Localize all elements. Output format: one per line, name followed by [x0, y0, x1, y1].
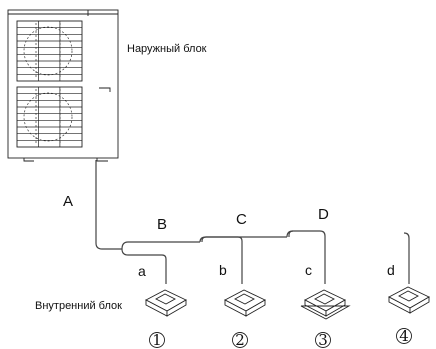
- branch-a-label: a: [138, 263, 146, 279]
- branch-b-label: b: [219, 262, 227, 278]
- unit-number-3-text: 3: [318, 331, 328, 349]
- indoor-unit-3: [300, 289, 351, 320]
- outdoor-unit: [7, 9, 119, 162]
- branch-d-label: d: [387, 262, 395, 278]
- branch-c-label: c: [305, 262, 312, 278]
- unit-number-1-text: 1: [152, 331, 162, 349]
- unit-number-1: 1: [149, 331, 165, 349]
- main-pipe: [95, 160, 320, 250]
- unit-number-4-text: 4: [399, 327, 409, 345]
- branch-pipe-b: [201, 236, 243, 284]
- indoor-unit-4: [388, 286, 430, 314]
- indoor-unit-2: [224, 289, 266, 317]
- lower-fan-grille: [16, 86, 83, 148]
- upper-fan-grille: [16, 20, 83, 82]
- segment-a-label: A: [63, 193, 73, 210]
- branch-pipe-c: [288, 230, 326, 284]
- indoor-unit-1: [145, 289, 187, 317]
- outdoor-unit-label: Наружный блок: [127, 43, 207, 55]
- indoor-unit-label: Внутренний блок: [35, 300, 122, 312]
- segment-b-label: B: [157, 216, 167, 233]
- segment-c-label: C: [236, 211, 247, 228]
- unit-number-2: 2: [232, 331, 248, 349]
- segment-d-label: D: [318, 206, 329, 223]
- unit-number-3: 3: [315, 331, 331, 349]
- branch-pipe-d: [403, 232, 410, 284]
- outdoor-unit-body: [7, 9, 119, 159]
- unit-number-2-text: 2: [235, 331, 245, 349]
- unit-number-4: 4: [396, 327, 412, 345]
- branch-pipe-a: [121, 248, 167, 284]
